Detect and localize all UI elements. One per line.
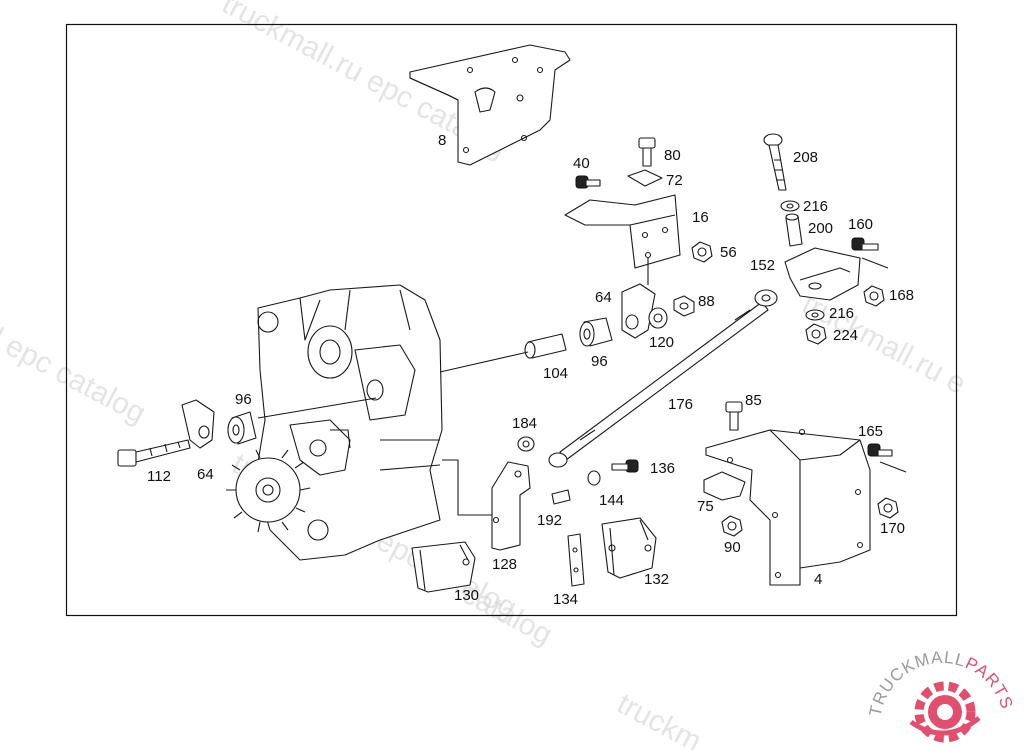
output-flange bbox=[226, 449, 311, 533]
part-132-bracket bbox=[601, 517, 657, 579]
callout-160: 160 bbox=[848, 216, 873, 233]
logo-gear-icon bbox=[909, 681, 981, 743]
part-96-rubber-lower bbox=[227, 411, 257, 445]
part-80-bolt bbox=[638, 137, 656, 167]
part-40-bolt bbox=[575, 175, 601, 189]
part-130-bracket bbox=[411, 541, 476, 593]
leader-line-104 bbox=[439, 351, 529, 373]
part-224-nut bbox=[805, 323, 827, 345]
part-72-plate bbox=[627, 169, 663, 187]
part-104-sleeve bbox=[524, 333, 567, 359]
part-64-mount-lower bbox=[181, 399, 215, 449]
leader-line-128 bbox=[442, 459, 494, 516]
truckmall-parts-logo: TRUCKMALLPARTS bbox=[866, 648, 1016, 743]
callout-96-lower: 96 bbox=[235, 391, 252, 408]
callout-132: 132 bbox=[644, 571, 669, 588]
callout-216-lower: 216 bbox=[829, 305, 854, 322]
part-85-bolt bbox=[725, 401, 743, 431]
callout-165: 165 bbox=[858, 423, 883, 440]
callout-8: 8 bbox=[438, 132, 446, 149]
callout-216-upper: 216 bbox=[803, 198, 828, 215]
callout-80: 80 bbox=[664, 147, 681, 164]
callout-144: 144 bbox=[599, 492, 624, 509]
callout-224: 224 bbox=[833, 327, 858, 344]
callout-136: 136 bbox=[650, 460, 675, 477]
callout-64-upper: 64 bbox=[595, 289, 612, 306]
part-75-block bbox=[703, 471, 746, 501]
callout-4: 4 bbox=[814, 571, 822, 588]
part-160-bolt bbox=[851, 237, 889, 269]
callout-134: 134 bbox=[553, 591, 578, 608]
part-152-bracket bbox=[784, 247, 861, 301]
callout-170: 170 bbox=[880, 520, 905, 537]
part-136-bolt bbox=[611, 459, 639, 473]
part-208-bolt bbox=[763, 133, 787, 191]
part-64-mount-upper bbox=[621, 283, 656, 339]
watermark-text-5: truckm bbox=[612, 687, 707, 750]
part-192-pin bbox=[551, 489, 571, 505]
callout-184: 184 bbox=[512, 415, 537, 432]
part-184-nut bbox=[517, 436, 535, 452]
callout-56: 56 bbox=[720, 244, 737, 261]
part-216-washer-lower bbox=[805, 309, 825, 321]
transfer-case-housing bbox=[226, 284, 443, 561]
part-216-washer-upper bbox=[780, 200, 800, 212]
part-56-nut bbox=[691, 241, 713, 263]
part-170-nut bbox=[877, 497, 899, 519]
part-112-bolt bbox=[117, 439, 191, 467]
callout-72: 72 bbox=[666, 172, 683, 189]
callout-85: 85 bbox=[745, 392, 762, 409]
watermark-text-2: l epc catalog bbox=[0, 322, 151, 430]
callout-200: 200 bbox=[808, 220, 833, 237]
callout-120: 120 bbox=[649, 334, 674, 351]
leader-line-96 bbox=[257, 397, 377, 419]
callout-176: 176 bbox=[668, 396, 693, 413]
callout-75: 75 bbox=[697, 498, 714, 515]
part-128-bracket bbox=[491, 461, 531, 551]
callout-130: 130 bbox=[454, 587, 479, 604]
callout-labels: 8 80 72 40 16 56 208 216 200 160 152 168… bbox=[147, 132, 914, 608]
callout-104: 104 bbox=[543, 365, 568, 382]
callout-64-lower: 64 bbox=[197, 466, 214, 483]
callout-16: 16 bbox=[692, 209, 709, 226]
part-90-nut bbox=[721, 515, 743, 537]
part-200-sleeve bbox=[785, 213, 803, 247]
part-144-washer bbox=[587, 470, 601, 486]
diagram-frame bbox=[65, 23, 958, 617]
callout-128: 128 bbox=[492, 556, 517, 573]
callout-192: 192 bbox=[537, 512, 562, 529]
callout-152: 152 bbox=[750, 257, 775, 274]
callout-88: 88 bbox=[698, 293, 715, 310]
callout-40: 40 bbox=[573, 155, 590, 172]
part-168-nut bbox=[863, 285, 885, 307]
part-8-bracket bbox=[409, 44, 571, 166]
part-88-nut bbox=[673, 295, 695, 317]
part-120-bushing bbox=[648, 307, 668, 329]
part-134-strip bbox=[567, 533, 585, 587]
callout-96-upper: 96 bbox=[591, 353, 608, 370]
callout-112: 112 bbox=[147, 468, 171, 485]
callout-208: 208 bbox=[793, 149, 818, 166]
part-4-bracket bbox=[705, 428, 871, 586]
part-16-mount bbox=[564, 194, 681, 285]
part-165-bolt bbox=[867, 443, 907, 473]
watermark-text-3: truckmall.ru e bbox=[797, 287, 971, 401]
part-96-rubber-upper bbox=[579, 317, 613, 347]
callout-168: 168 bbox=[889, 287, 914, 304]
part-176-tie-rod bbox=[548, 289, 778, 468]
callout-90: 90 bbox=[724, 539, 741, 556]
